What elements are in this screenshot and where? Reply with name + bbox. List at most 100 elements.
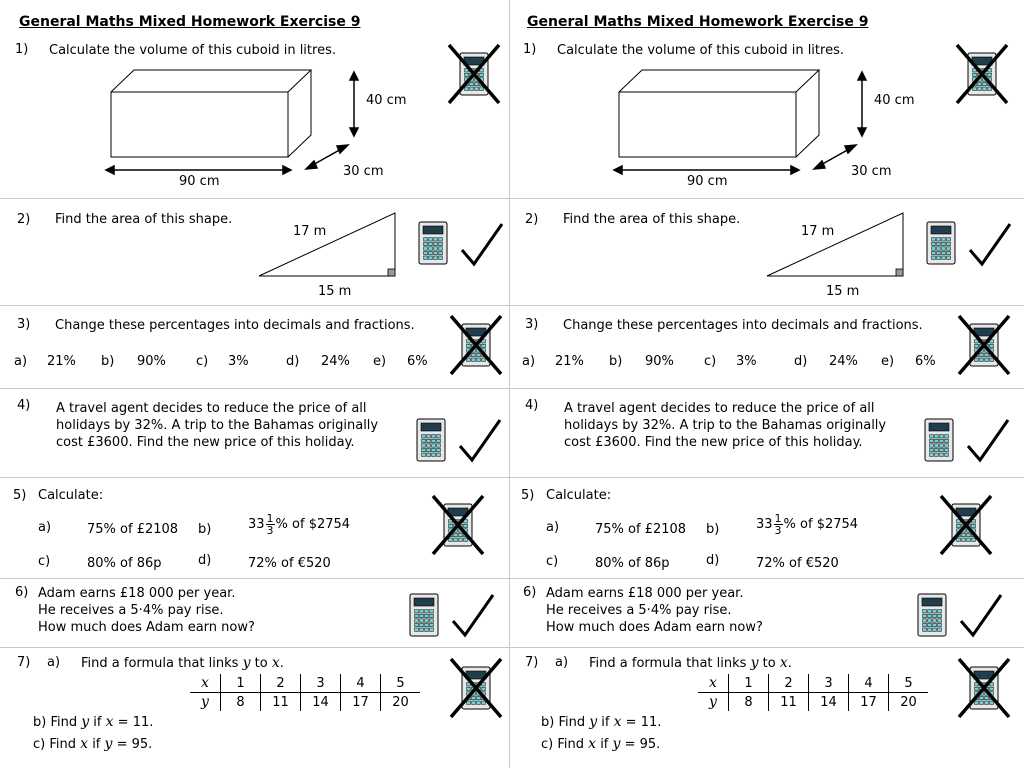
cuboid-height-label: 40 cm (366, 93, 407, 108)
question-text: Change these percentages into decimals a… (55, 318, 415, 333)
variable-y: y (81, 714, 90, 730)
cuboid-depth-label: 30 cm (851, 164, 892, 179)
row-divider-3 (0, 388, 1024, 389)
table-cell: 5 (888, 674, 928, 693)
table-cell: 1 (728, 674, 769, 693)
checkmark-icon (458, 419, 502, 463)
formula-text-to: to (758, 656, 780, 671)
no-calculator-icon (447, 43, 501, 105)
table-cell: 5 (380, 674, 420, 693)
percentage-a: 21% (555, 354, 584, 369)
part-c-eq: = 95. (112, 737, 153, 752)
part-d-value: 72% of €520 (248, 556, 331, 571)
xy-table: x 1 2 3 4 5 y 8 11 14 17 20 (698, 674, 928, 711)
part-label-c: c) (38, 554, 51, 569)
part-label-d: d) (198, 553, 212, 568)
question-number: 4) (525, 398, 539, 413)
part-label-d: d) (794, 354, 808, 369)
calculator-icon (416, 418, 446, 462)
variable-y: y (750, 655, 759, 671)
table-cell: 8 (220, 692, 261, 711)
question-number: 1) (15, 42, 29, 57)
part-label-b: b) (198, 522, 212, 537)
variable-y: y (589, 714, 598, 730)
variable-x: x (80, 736, 89, 752)
question-text: A travel agent decides to reduce the pri… (564, 401, 887, 450)
question-text: Calculate: (38, 488, 104, 503)
part-b-rest: % of $2754 (783, 517, 859, 532)
calculator-icon (418, 221, 448, 265)
part-label-d: d) (706, 553, 720, 568)
table-cell: 14 (808, 692, 849, 711)
row-divider-2 (0, 305, 1024, 306)
cuboid-diagram (104, 69, 360, 176)
mixed-number-whole: 33 (756, 517, 773, 532)
question-number: 2) (17, 212, 31, 227)
question-number: 7) (17, 655, 31, 670)
part-label-b: b) (101, 354, 115, 369)
percentage-e: 6% (407, 354, 428, 369)
question-line-1: Adam earns £18 000 per year. (546, 586, 744, 601)
calculator-icon (926, 221, 956, 265)
question-text: Find the area of this shape. (563, 212, 741, 227)
part-label-c: c) (196, 354, 209, 369)
part-label-c: c) (33, 737, 46, 752)
question-line-1: Adam earns £18 000 per year. (38, 586, 236, 601)
mixed-number-whole: 33 (248, 517, 265, 532)
fraction-denominator: 3 (266, 524, 274, 537)
variable-x: x (588, 736, 597, 752)
row-divider-5 (0, 578, 1024, 579)
percentage-c: 3% (228, 354, 249, 369)
part-c-eq: = 95. (620, 737, 661, 752)
table-row-y: y 8 11 14 17 20 (698, 692, 928, 711)
part-label-a: a) (555, 655, 569, 670)
cuboid-diagram (612, 69, 868, 176)
part-b-rest: % of $2754 (275, 517, 351, 532)
table-cell: 17 (340, 692, 381, 711)
cuboid-depth-label: 30 cm (343, 164, 384, 179)
question-line-2: He receives a 5·4% pay rise. (546, 603, 732, 618)
no-calculator-icon (957, 314, 1011, 376)
table-head-y: y (709, 694, 717, 710)
part-c-value: 80% of 86p (87, 556, 162, 571)
right-triangle-diagram (258, 212, 396, 277)
calculator-icon (409, 593, 439, 637)
part-a-value: 75% of £2108 (595, 522, 687, 537)
calculator-icon (924, 418, 954, 462)
checkmark-icon (968, 223, 1012, 267)
question-number: 6) (523, 585, 537, 600)
formula-text-to: to (250, 656, 272, 671)
question-text: Find the area of this shape. (55, 212, 233, 227)
question-part-c: c) Find x if y = 95. (541, 736, 660, 753)
question-number: 4) (17, 398, 31, 413)
question-number: 3) (17, 317, 31, 332)
triangle-hypotenuse-label: 17 m (293, 224, 327, 239)
variable-x: x (613, 714, 622, 730)
table-cell: 1 (220, 674, 261, 693)
table-cell: 3 (300, 674, 341, 693)
part-c-if: if (596, 737, 613, 752)
question-number: 5) (521, 488, 535, 503)
no-calculator-icon (431, 494, 485, 556)
cuboid-length-label: 90 cm (687, 174, 728, 189)
checkmark-icon (959, 594, 1003, 638)
triangle-hypotenuse-label: 17 m (801, 224, 835, 239)
part-label-b: b) (541, 715, 555, 730)
checkmark-icon (966, 419, 1010, 463)
no-calculator-icon (449, 657, 503, 719)
fraction-numerator: 1 (773, 512, 783, 525)
formula-text-pre: Find a formula that links (81, 656, 243, 671)
question-part-b: b) Find y if x = 11. (33, 714, 153, 731)
part-b-pre: Find (50, 715, 82, 730)
variable-x: x (779, 655, 788, 671)
cuboid-height-label: 40 cm (874, 93, 915, 108)
part-b-pre: Find (558, 715, 590, 730)
table-cell: 2 (260, 674, 301, 693)
variable-x: x (271, 655, 280, 671)
percentage-d: 24% (829, 354, 858, 369)
part-d-value: 72% of €520 (756, 556, 839, 571)
table-cell: 4 (848, 674, 889, 693)
fraction-denominator: 3 (774, 524, 782, 537)
